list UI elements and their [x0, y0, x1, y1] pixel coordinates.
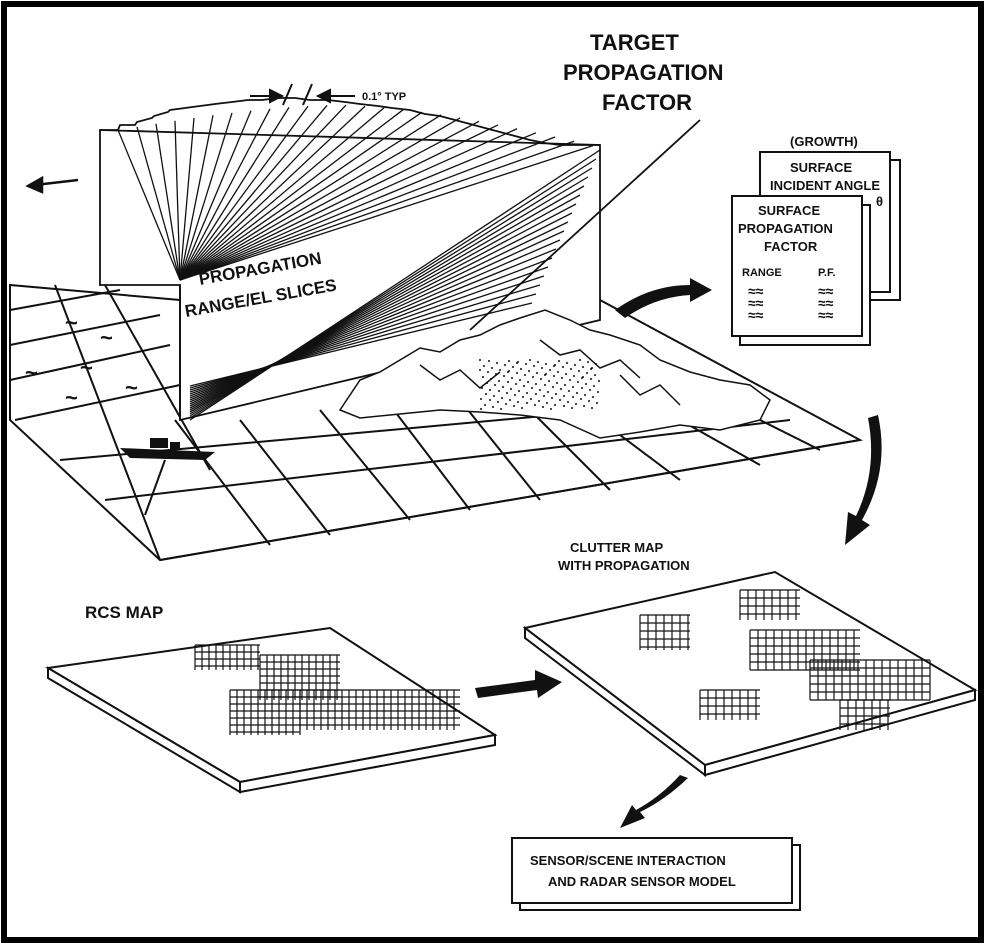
fan-line	[179, 144, 594, 281]
fan-line	[136, 126, 181, 281]
fan-line	[179, 105, 366, 281]
arrow-rcs-to-clutter-icon	[475, 670, 562, 698]
svg-text:~: ~	[125, 375, 138, 400]
target-label-3: FACTOR	[602, 90, 692, 115]
clutter-label-2: WITH PROPAGATION	[558, 558, 690, 573]
surface-pf-label-1: SURFACE	[758, 203, 820, 218]
fan-line	[179, 104, 347, 281]
fan-line	[179, 105, 309, 281]
col-pf-label: P.F.	[818, 267, 836, 279]
svg-text:~: ~	[65, 385, 78, 410]
surface-pf-label-2: PROPAGATION	[738, 221, 833, 236]
svg-text:≈≈: ≈≈	[818, 283, 834, 299]
sensor-box	[511, 837, 801, 911]
sensor-label-1: SENSOR/SCENE INTERACTION	[530, 853, 726, 868]
svg-text:~: ~	[100, 325, 113, 350]
fan-line	[179, 112, 233, 281]
col-range-label: RANGE	[742, 267, 782, 279]
incident-label-2: INCIDENT ANGLE	[770, 178, 880, 193]
svg-text:≈≈: ≈≈	[818, 295, 834, 311]
svg-text:~: ~	[25, 360, 38, 385]
fan-line	[179, 140, 575, 281]
arrow-to-table-icon	[615, 278, 712, 318]
fan-line	[117, 129, 181, 281]
svg-text:≈≈: ≈≈	[748, 295, 764, 311]
fan-line	[179, 108, 271, 281]
fan-line	[179, 105, 328, 281]
theta-label: θ	[876, 194, 883, 209]
fan-line	[179, 115, 214, 281]
arrow-to-clutter-icon	[845, 415, 882, 545]
incident-label-1: SURFACE	[790, 160, 852, 175]
fan-line	[179, 111, 423, 281]
grid-tilde-marks: ~~ ~~ ~~	[25, 310, 138, 410]
fan-line	[179, 120, 480, 281]
target-label-2: PROPAGATION	[563, 60, 724, 85]
fan-lines	[117, 104, 601, 421]
fan-line	[179, 107, 290, 281]
fan-line	[174, 120, 181, 281]
slice-ray	[189, 302, 533, 387]
ship-pointer	[144, 459, 166, 516]
arrow-to-sensor-icon	[620, 775, 688, 828]
target-label-1: TARGET	[590, 30, 679, 55]
terrain-stipple	[479, 359, 600, 410]
fan-line	[179, 107, 385, 281]
spacing-label: 0.1° TYP	[362, 91, 406, 103]
fan-line	[179, 114, 442, 281]
surface-pf-card	[731, 195, 871, 346]
spacing-marker	[250, 83, 355, 106]
rcs-hatch	[194, 644, 460, 735]
svg-text:≈≈: ≈≈	[748, 307, 764, 323]
rcs-label: RCS MAP	[85, 603, 163, 622]
fan-line	[179, 136, 556, 281]
growth-label: (GROWTH)	[790, 134, 858, 149]
fan-line	[179, 124, 499, 281]
left-arrow-icon	[25, 175, 79, 194]
sensor-label-2: AND RADAR SENSOR MODEL	[548, 874, 736, 889]
fan-line	[179, 117, 461, 281]
target-leader	[469, 119, 701, 331]
svg-text:≈≈: ≈≈	[748, 283, 764, 299]
fan-line	[179, 128, 518, 281]
fan-line	[179, 117, 195, 281]
svg-text:~: ~	[80, 355, 93, 380]
fan-line	[155, 123, 181, 281]
fan-line	[179, 109, 404, 281]
clutter-label-1: CLUTTER MAP	[570, 540, 663, 555]
svg-text:≈≈: ≈≈	[818, 307, 834, 323]
surface-pf-label-3: FACTOR	[764, 239, 818, 254]
ship-icon	[120, 438, 215, 460]
fan-line	[179, 110, 252, 281]
svg-text:~: ~	[65, 310, 78, 335]
fan-line	[179, 132, 537, 281]
table-values-icon: ≈≈≈≈≈≈ ≈≈≈≈≈≈	[748, 283, 834, 323]
clutter-hatch	[639, 589, 931, 730]
